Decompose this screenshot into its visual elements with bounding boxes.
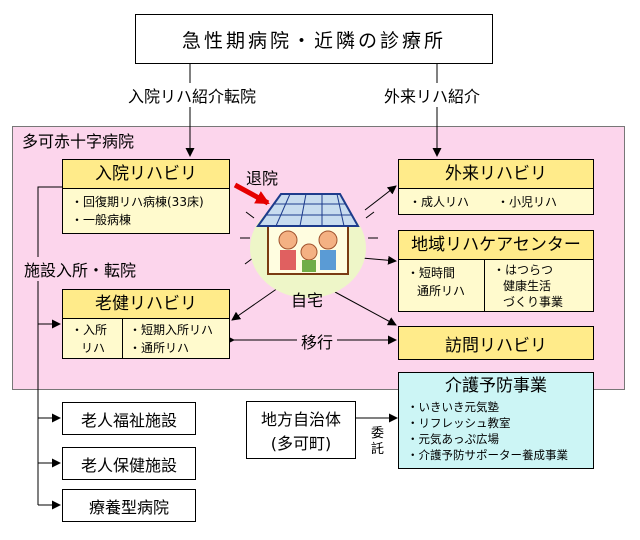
prevention-card: 介護予防事業 ・いきいき元気塾 ・リフレッシュ教室 ・元気あっぷ広場 ・介護予防…: [398, 372, 594, 469]
home-illustration: [250, 193, 366, 298]
arrow-home-community: [361, 255, 397, 265]
prevention-item: ・介護予防サポーター養成事業: [407, 448, 568, 462]
prevention-item: ・リフレッシュ教室: [407, 416, 511, 430]
community-center-title: 地域リハケアセンター: [399, 231, 593, 260]
outpatient-rehab-card: 外来リハビリ ・成人リハ ・小児リハ: [398, 159, 594, 215]
facility-line: [37, 186, 62, 505]
elderly-health-title: 老健リハビリ: [63, 290, 229, 319]
home-visit-rehab-card: 訪問リハビリ: [398, 326, 594, 360]
welfare-facility-box: 老人福祉施設: [62, 402, 196, 435]
arrow-home-visit: [334, 291, 397, 326]
arrow-home-elderly: [231, 287, 279, 321]
facility-admission-label: 施設入所・転院: [24, 257, 137, 281]
elderly-left-item: リハ: [81, 341, 106, 355]
prevention-item: ・いきいき元気塾: [407, 400, 499, 414]
community-left-item: 通所リハ: [417, 284, 466, 298]
community-center-card: 地域リハケアセンター ・短時間 通所リハ ・はつらつ 健康生活 づくり事業: [398, 230, 594, 312]
elderly-left-item: ・入所: [71, 323, 108, 337]
inpatient-referral-label: 入院リハ紹介転院: [126, 83, 259, 107]
discharge-arrow: [233, 182, 270, 206]
ryoyo-hospital-box: 療養型病院: [62, 489, 196, 522]
home-label: 自宅: [291, 291, 324, 310]
outpatient-item: ・小児リハ: [497, 195, 558, 209]
outpatient-rehab-title: 外来リハビリ: [399, 160, 593, 189]
health-facility-label: 老人保健施設: [80, 455, 177, 475]
inpatient-rehab-card: 入院リハビリ ・回復期リハ病棟(33床) ・一般病棟: [62, 159, 230, 234]
outpatient-item: ・成人リハ: [409, 195, 470, 209]
community-right-item: ・はつらつ: [493, 263, 554, 277]
inpatient-item: ・一般病棟: [71, 213, 132, 227]
community-right-item: づくり事業: [503, 295, 564, 309]
inpatient-rehab-title: 入院リハビリ: [63, 160, 229, 189]
health-facility-box: 老人保健施設: [62, 447, 196, 480]
municipality-line1: 地方自治体: [260, 410, 341, 429]
discharge-label: 退院: [246, 169, 279, 188]
arrow-home-outpatient: [364, 185, 397, 211]
transition-label: 移行: [297, 329, 338, 353]
community-left-item: ・短時間: [407, 266, 456, 280]
community-right-item: 健康生活: [503, 279, 552, 293]
hospital-name: 多可赤十字病院: [22, 132, 135, 151]
inpatient-item: ・回復期リハ病棟(33床): [71, 195, 204, 209]
acute-care-title: 急性期病院・近隣の診療所: [181, 29, 446, 52]
home-visit-title: 訪問リハビリ: [445, 335, 547, 356]
elderly-right-item: ・通所リハ: [129, 341, 190, 355]
ryoyo-hospital-label: 療養型病院: [88, 497, 169, 517]
prevention-item: ・元気あっぷ広場: [407, 432, 499, 446]
municipality-line2: (多可町): [270, 434, 332, 453]
outpatient-referral-label: 外来リハ紹介: [382, 83, 483, 107]
welfare-facility-label: 老人福祉施設: [80, 410, 177, 430]
acute-care-box: 急性期病院・近隣の診療所: [135, 14, 493, 64]
outsource-label: 委託: [371, 426, 385, 457]
elderly-health-rehab-card: 老健リハビリ ・入所 リハ ・短期入所リハ ・通所リハ: [62, 289, 230, 359]
prevention-title: 介護予防事業: [445, 376, 547, 396]
elderly-right-item: ・短期入所リハ: [129, 323, 214, 337]
municipality-box: 地方自治体 (多可町): [246, 401, 356, 459]
